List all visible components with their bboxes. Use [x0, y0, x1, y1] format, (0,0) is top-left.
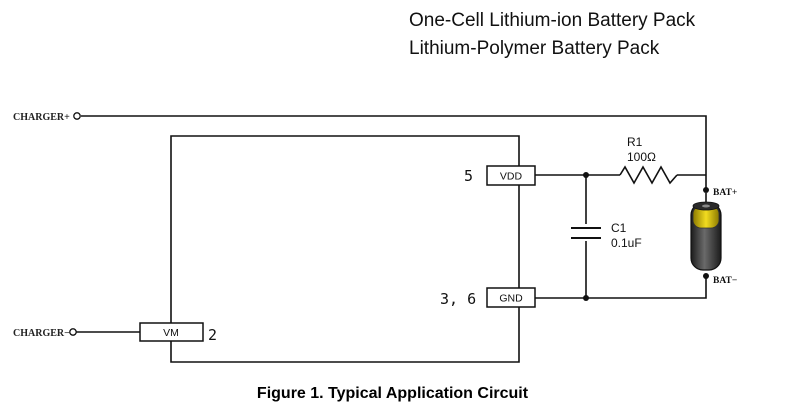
- vm-pin-number: 2: [208, 326, 217, 344]
- gnd-pin-label: GND: [499, 293, 523, 305]
- junction-bat-minus: [703, 273, 709, 279]
- junction-gnd: [583, 295, 589, 301]
- charger-minus-terminal: [69, 328, 77, 336]
- battery-minus-label: BAT−: [713, 276, 737, 286]
- capacitor-ref: C1: [611, 221, 627, 235]
- charger-plus-label: CHARGER+: [13, 112, 70, 123]
- battery-plus-label: BAT+: [713, 188, 737, 198]
- vm-pin-box: [139, 322, 204, 342]
- vdd-pin-box: [486, 165, 536, 186]
- charger-minus-label: CHARGER−: [13, 328, 70, 339]
- charger-plus-terminal: [73, 112, 81, 120]
- vdd-pin-label: VDD: [500, 171, 523, 183]
- capacitor-value: 0.1uF: [611, 236, 642, 250]
- junction-bat-plus: [703, 187, 709, 193]
- resistor-value: 100Ω: [627, 150, 656, 164]
- battery-negative-wire: [586, 278, 707, 299]
- pack-type-line-1: One-Cell Lithium-ion Battery Pack: [409, 10, 696, 31]
- gnd-pin-box: [486, 287, 536, 308]
- resistor-r1: [619, 165, 678, 185]
- charger-plus-wire: [81, 115, 707, 188]
- vm-pin-label: VM: [163, 327, 179, 339]
- gnd-pin-number: 3, 6: [440, 290, 476, 308]
- ic-body-outline: [170, 135, 520, 363]
- vdd-pin-number: 5: [464, 167, 473, 185]
- junction-vdd: [583, 172, 589, 178]
- resistor-ref: R1: [627, 135, 643, 149]
- pack-type-line-2: Lithium-Polymer Battery Pack: [409, 38, 660, 59]
- figure-caption: Figure 1. Typical Application Circuit: [256, 385, 529, 402]
- battery-cell: [690, 201, 722, 271]
